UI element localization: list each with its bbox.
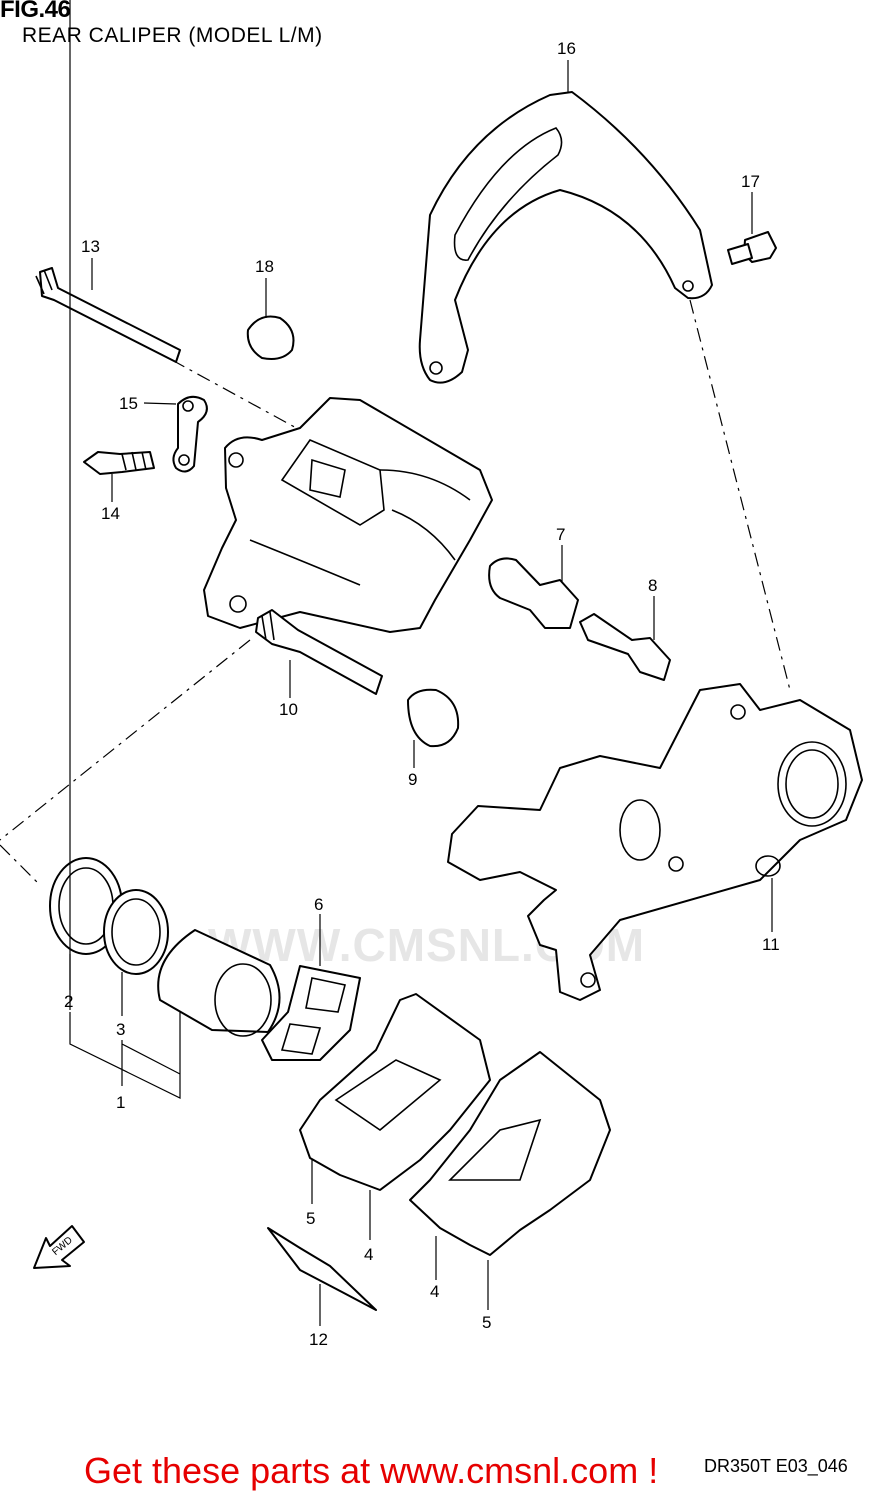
part-14-bleeder-valve[interactable] <box>83 451 155 475</box>
footer-cta-link[interactable]: Get these parts at www.cmsnl.com ! <box>84 1450 659 1491</box>
assembly-guide-lines <box>0 299 791 886</box>
part-4-5-outer-pads[interactable] <box>409 1051 611 1256</box>
callout-16: 16 <box>557 39 576 58</box>
part-18-cap[interactable] <box>246 315 295 360</box>
callout-8: 8 <box>648 576 657 595</box>
callout-18: 18 <box>255 257 274 276</box>
callout-9: 9 <box>408 770 417 789</box>
part-7-sleeve[interactable] <box>488 557 579 629</box>
part-6-pad-spring[interactable] <box>261 965 361 1061</box>
callout-1: 1 <box>116 1093 125 1112</box>
figure-title: FIG.46 <box>0 0 71 23</box>
callout-11: 11 <box>762 935 780 954</box>
caliper-piston[interactable] <box>157 929 281 1037</box>
callout-10: 10 <box>279 700 298 719</box>
callout-6: 6 <box>314 895 323 914</box>
callout-7: 7 <box>556 525 565 544</box>
callout-2: 2 <box>64 992 73 1011</box>
callout-5: 5 <box>482 1313 491 1332</box>
diagram-code: DR350T E03_046 <box>704 1456 848 1476</box>
callout-12: 12 <box>309 1330 328 1349</box>
callout-17: 17 <box>741 172 760 191</box>
part-11-caliper-holder[interactable] <box>447 683 863 1001</box>
part-4-5-inner-pads[interactable] <box>299 993 491 1191</box>
figure-subtitle: REAR CALIPER (MODEL L/M) <box>22 24 323 47</box>
part-8-bolt[interactable] <box>579 613 671 681</box>
part-3-dust-seal[interactable] <box>103 889 169 975</box>
forward-direction-arrow-icon: FWD <box>33 1225 85 1269</box>
callout-5: 5 <box>306 1209 315 1228</box>
callout-13: 13 <box>81 237 100 256</box>
callout-14: 14 <box>101 504 120 523</box>
part-17-bolt[interactable] <box>727 231 777 265</box>
part-9-boot[interactable] <box>407 688 460 748</box>
part-10-sleeve-pin[interactable] <box>255 609 383 695</box>
part-13-pin[interactable] <box>35 267 181 363</box>
callout-3: 3 <box>116 1020 125 1039</box>
callout-4: 4 <box>430 1282 439 1301</box>
callout-numbers: 16 17 13 18 15 14 7 8 10 9 6 11 2 3 1 5 … <box>64 39 780 1349</box>
callout-leader-lines <box>69 0 773 1326</box>
part-15-clip[interactable] <box>172 395 208 473</box>
part-16-caliper-bracket[interactable] <box>418 91 713 384</box>
caliper-body[interactable] <box>203 397 493 633</box>
callout-4: 4 <box>364 1245 373 1264</box>
callout-15: 15 <box>119 394 138 413</box>
part-12-shim[interactable] <box>267 1227 377 1311</box>
